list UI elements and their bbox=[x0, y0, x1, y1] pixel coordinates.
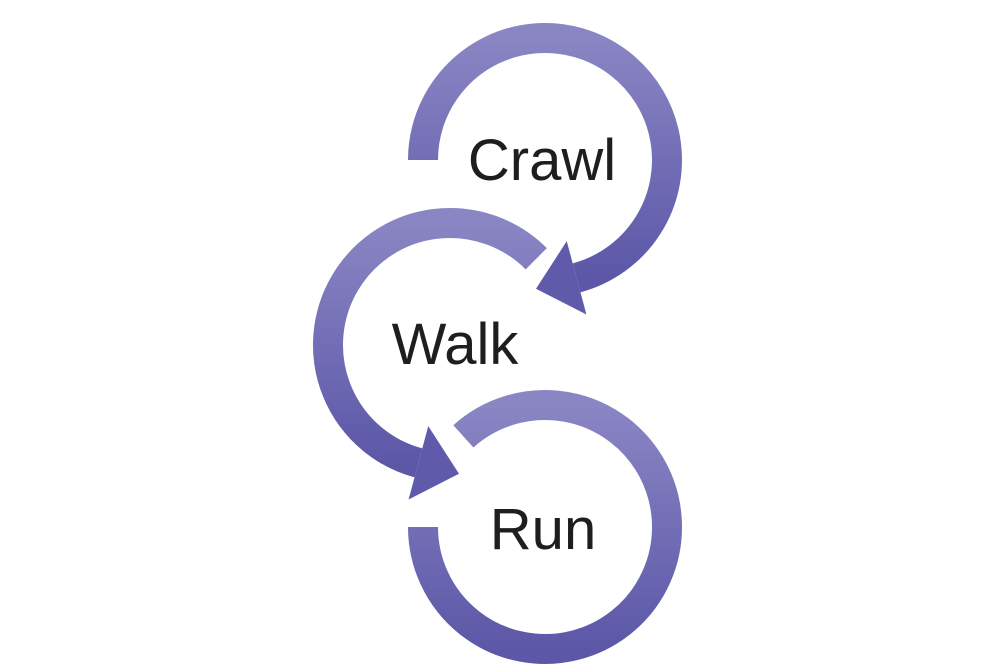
stage-label-walk: Walk bbox=[392, 312, 520, 377]
crawl-arrowhead-icon bbox=[536, 241, 587, 315]
stage-label-crawl: Crawl bbox=[468, 128, 616, 193]
stage-label-run: Run bbox=[490, 497, 596, 562]
crawl-arc bbox=[408, 23, 682, 293]
run-arc bbox=[408, 390, 682, 664]
walk-arc bbox=[313, 208, 547, 478]
walk-arrowhead-icon bbox=[408, 426, 459, 500]
